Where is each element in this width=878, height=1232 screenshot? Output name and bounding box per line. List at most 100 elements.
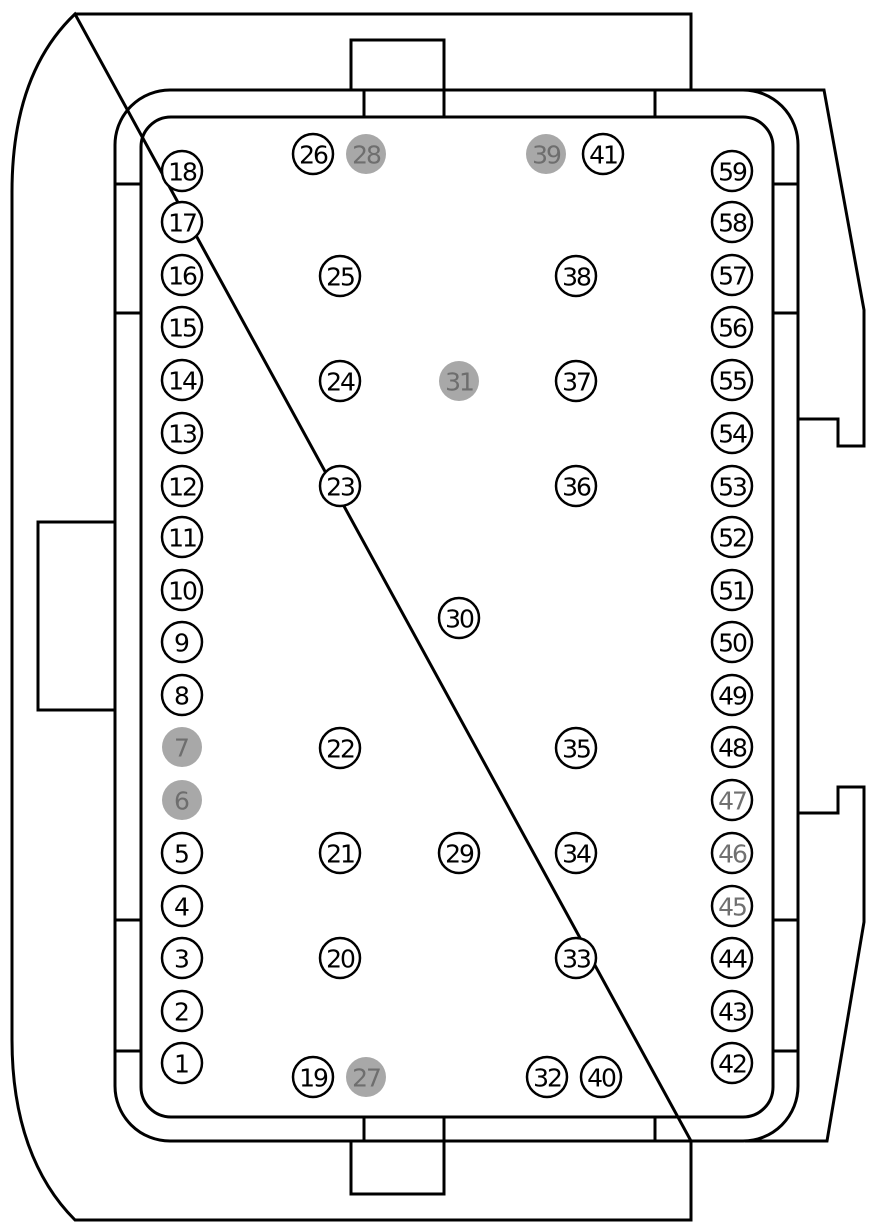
pin-38: 38 bbox=[554, 254, 598, 298]
pin-circle bbox=[160, 253, 204, 297]
bottom-key-tab bbox=[349, 1117, 446, 1196]
pin-42: 42 bbox=[710, 1041, 754, 1085]
pin-label: 51 bbox=[718, 577, 746, 606]
pin-circle bbox=[710, 884, 754, 928]
pin-circle bbox=[160, 515, 204, 559]
pin-label: 54 bbox=[718, 420, 747, 449]
pin-21: 21 bbox=[318, 831, 362, 875]
pin-39: 39 bbox=[526, 134, 566, 174]
pin-35: 35 bbox=[554, 726, 598, 770]
pin-circle bbox=[710, 620, 754, 664]
pin-circle bbox=[710, 1041, 754, 1085]
pin-label: 42 bbox=[718, 1050, 746, 1079]
pin-label: 4 bbox=[174, 893, 190, 922]
pin-circle bbox=[554, 254, 598, 298]
pin-circle bbox=[160, 989, 204, 1033]
pin-52: 52 bbox=[710, 515, 754, 559]
pin-16: 16 bbox=[160, 253, 204, 297]
pin-label: 1 bbox=[174, 1050, 190, 1079]
pin-label: 8 bbox=[174, 682, 190, 711]
middle-frame bbox=[113, 88, 800, 1143]
pin-circle bbox=[318, 936, 362, 980]
pin-33: 33 bbox=[554, 936, 598, 980]
pin-4: 4 bbox=[160, 884, 204, 928]
pin-circle bbox=[710, 149, 754, 193]
pin-53: 53 bbox=[710, 464, 754, 508]
top-key-tab bbox=[349, 38, 446, 117]
right-lock-arm bbox=[740, 88, 866, 1143]
pin-10: 10 bbox=[160, 568, 204, 612]
pin-circle bbox=[710, 305, 754, 349]
pin-11: 11 bbox=[160, 515, 204, 559]
pin-18: 18 bbox=[160, 149, 204, 193]
pin-25: 25 bbox=[318, 254, 362, 298]
pin-label: 30 bbox=[445, 605, 474, 634]
pin-circle bbox=[710, 200, 754, 244]
pin-label: 49 bbox=[718, 682, 747, 711]
pin-29: 29 bbox=[437, 831, 481, 875]
pin-37: 37 bbox=[554, 359, 598, 403]
pin-circle bbox=[160, 673, 204, 717]
pin-label: 59 bbox=[718, 158, 747, 187]
pin-label: 58 bbox=[718, 209, 747, 238]
pin-label: 10 bbox=[168, 577, 197, 606]
pin-14: 14 bbox=[160, 358, 204, 402]
pin-15: 15 bbox=[160, 305, 204, 349]
pin-label: 14 bbox=[168, 367, 197, 396]
pin-circle bbox=[346, 134, 386, 174]
pin-22: 22 bbox=[318, 726, 362, 770]
pin-8: 8 bbox=[160, 673, 204, 717]
pin-34: 34 bbox=[554, 831, 598, 875]
pin-label: 47 bbox=[718, 787, 746, 816]
pin-43: 43 bbox=[710, 989, 754, 1033]
pin-12: 12 bbox=[160, 464, 204, 508]
pin-circle bbox=[162, 727, 202, 767]
pin-circle bbox=[710, 778, 754, 822]
pin-47: 47 bbox=[710, 778, 754, 822]
pin-circle bbox=[160, 305, 204, 349]
pin-label: 52 bbox=[718, 524, 746, 553]
pin-circle bbox=[160, 936, 204, 980]
pin-circle bbox=[554, 936, 598, 980]
pin-label: 23 bbox=[326, 473, 354, 502]
frame-ribs bbox=[115, 90, 798, 1141]
pin-label: 16 bbox=[168, 262, 197, 291]
pin-19: 19 bbox=[291, 1055, 335, 1099]
pin-31: 31 bbox=[439, 361, 479, 401]
pin-54: 54 bbox=[710, 411, 754, 455]
pin-circle bbox=[710, 831, 754, 875]
pin-30: 30 bbox=[437, 596, 481, 640]
inner-face bbox=[139, 115, 775, 1119]
pin-circle bbox=[526, 134, 566, 174]
pin-circle bbox=[160, 620, 204, 664]
pin-label: 57 bbox=[718, 262, 746, 291]
pin-48: 48 bbox=[710, 725, 754, 769]
pin-label: 9 bbox=[174, 629, 190, 658]
pin-label: 44 bbox=[718, 945, 747, 974]
pin-label: 3 bbox=[174, 945, 190, 974]
pin-5: 5 bbox=[160, 831, 204, 875]
pin-36: 36 bbox=[554, 464, 598, 508]
pin-circle bbox=[160, 1041, 204, 1085]
pin-label: 22 bbox=[326, 735, 354, 764]
pin-circle bbox=[162, 780, 202, 820]
pin-circle bbox=[554, 464, 598, 508]
pin-circle bbox=[525, 1055, 569, 1099]
pin-circle bbox=[710, 464, 754, 508]
pin-59: 59 bbox=[710, 149, 754, 193]
pin-45: 45 bbox=[710, 884, 754, 928]
pin-circle bbox=[554, 726, 598, 770]
pin-circle bbox=[291, 132, 335, 176]
pin-label: 38 bbox=[562, 263, 591, 292]
pin-circle bbox=[160, 149, 204, 193]
pin-9: 9 bbox=[160, 620, 204, 664]
pin-circle bbox=[346, 1057, 386, 1097]
pin-26: 26 bbox=[291, 132, 335, 176]
pin-circle bbox=[160, 568, 204, 612]
pin-circle bbox=[160, 831, 204, 875]
pin-circle bbox=[579, 1055, 623, 1099]
pin-circle bbox=[581, 132, 625, 176]
pin-label: 17 bbox=[168, 209, 196, 238]
pin-label: 43 bbox=[718, 998, 746, 1027]
pin-label: 50 bbox=[718, 629, 747, 658]
